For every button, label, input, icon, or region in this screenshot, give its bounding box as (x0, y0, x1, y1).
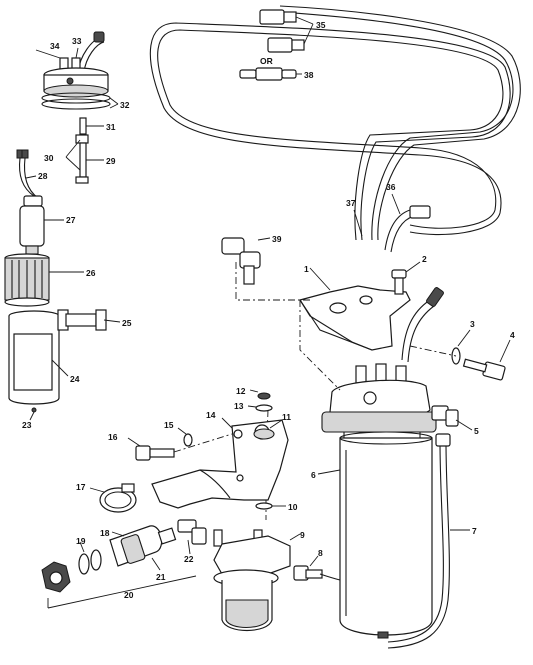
callout-8: 8 (318, 548, 323, 558)
callout-26: 26 (86, 268, 96, 278)
callout-15: 15 (164, 420, 174, 430)
fitting-8 (293, 555, 341, 581)
callout-39: 39 (272, 234, 282, 244)
callout-5: 5 (474, 426, 479, 436)
o-rings-19 (78, 541, 102, 575)
bolt-16 (127, 437, 175, 461)
callout-11: 11 (282, 412, 291, 422)
callout-36: 36 (386, 182, 396, 192)
callout-38: 38 (304, 70, 314, 80)
nut-20 (41, 561, 197, 609)
washer-10 (255, 502, 286, 510)
filter-head (321, 363, 437, 442)
callout-33: 33 (72, 36, 82, 46)
washer-3 (451, 329, 471, 365)
sensor-harness (401, 287, 444, 363)
callout-labels: 1 2 3 4 5 6 7 8 9 10 11 12 13 14 15 16 1… (22, 20, 515, 600)
callout-29: 29 (106, 156, 116, 166)
callout-12: 12 (236, 386, 246, 396)
grommet-11 (253, 419, 283, 440)
washer-13 (247, 404, 273, 412)
callout-1: 1 (304, 264, 309, 274)
pump-cap-assembly (41, 31, 119, 110)
mounting-bracket-1 (299, 267, 411, 351)
fuel-line-bundle (149, 5, 521, 253)
callout-25: 25 (122, 318, 132, 328)
callout-7: 7 (472, 526, 477, 536)
filter-canister-24 (8, 310, 69, 421)
elbow-22 (177, 519, 207, 555)
callout-35: 35 (316, 20, 326, 30)
callout-34: 34 (50, 41, 60, 51)
electric-fuel-pump-9 (213, 529, 301, 631)
filter-housing-6 (317, 431, 433, 639)
callout-4: 4 (510, 330, 515, 340)
hose-clamp-17 (89, 483, 137, 513)
quick-connector-35 (259, 9, 314, 53)
callout-28: 28 (38, 171, 48, 181)
callout-14: 14 (206, 410, 216, 420)
callout-13: 13 (234, 401, 244, 411)
straight-connector-38 (239, 67, 302, 81)
callout-21: 21 (156, 572, 166, 582)
callout-20: 20 (124, 590, 134, 600)
callout-10: 10 (288, 502, 298, 512)
bolt-4 (462, 339, 511, 381)
callout-24: 24 (70, 374, 80, 384)
elbow-fitting-39 (221, 237, 271, 285)
check-valve-25 (57, 309, 121, 331)
pump-tube-assembly (65, 117, 104, 184)
callout-3: 3 (470, 319, 475, 329)
or-label: OR (260, 56, 273, 66)
wire-harness-28 (16, 149, 39, 199)
callout-6: 6 (311, 470, 316, 480)
bolt-2 (391, 261, 421, 295)
callout-31: 31 (106, 122, 116, 132)
callout-19: 19 (76, 536, 86, 546)
callout-37: 37 (346, 198, 356, 208)
callout-2: 2 (422, 254, 427, 264)
nut-12 (249, 389, 271, 400)
callout-32: 32 (120, 100, 130, 110)
callout-30: 30 (44, 153, 54, 163)
callout-16: 16 (108, 432, 118, 442)
callout-27: 27 (66, 215, 76, 225)
fuel-pump-27 (19, 195, 64, 255)
washer-15 (177, 427, 193, 447)
callout-17: 17 (76, 482, 86, 492)
fitting-5 (431, 405, 473, 431)
hose-assembly (109, 525, 177, 571)
callout-23: 23 (22, 420, 32, 430)
callout-22: 22 (184, 554, 194, 564)
strainer-26 (4, 253, 84, 307)
callout-18: 18 (100, 528, 110, 538)
return-line-7 (387, 433, 470, 649)
callout-9: 9 (300, 530, 305, 540)
